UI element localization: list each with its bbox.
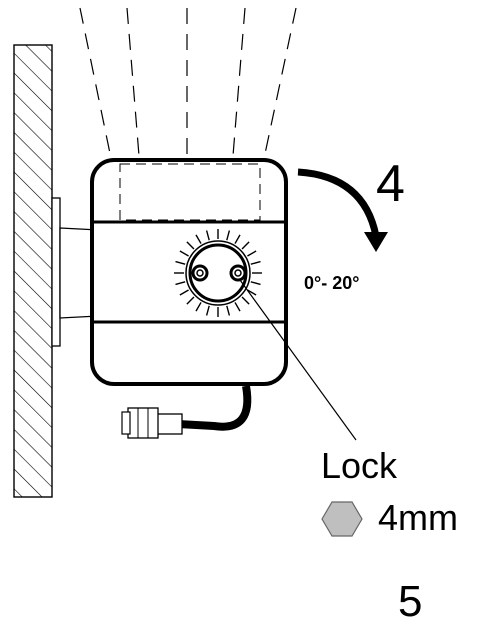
scale-tick	[247, 250, 257, 257]
step-number-5: 5	[398, 577, 423, 626]
scale-tick	[241, 296, 250, 305]
curved-arrow-clockwise-icon	[297, 168, 388, 252]
scale-tick	[186, 296, 195, 305]
tilt-angle-range: 0°- 20°	[304, 273, 360, 293]
power-cable	[121, 385, 252, 439]
lock-leader-line	[239, 279, 357, 441]
scale-tick	[179, 250, 189, 257]
scale-tick	[175, 281, 186, 286]
scale-tick	[186, 241, 195, 250]
lock-label: Lock	[321, 445, 398, 486]
scale-tick	[226, 305, 231, 316]
angle-scale-ticks	[174, 229, 262, 317]
scale-tick	[195, 234, 202, 244]
hexagon-icon	[321, 501, 363, 537]
scale-tick	[247, 289, 257, 296]
scale-tick	[241, 241, 250, 250]
scale-tick	[175, 260, 186, 265]
scale-tick	[205, 230, 210, 241]
lock-screws	[191, 264, 247, 282]
scale-tick	[234, 302, 241, 312]
scale-tick	[250, 260, 261, 265]
scale-tick	[250, 281, 261, 286]
wall	[13, 44, 53, 498]
hex-key-size: 4mm	[378, 497, 458, 538]
tilt-disc	[174, 229, 262, 317]
scale-tick	[179, 289, 189, 296]
scale-tick	[195, 302, 202, 312]
scale-tick	[234, 234, 241, 244]
step-number-4: 4	[376, 155, 405, 213]
scale-tick	[205, 305, 210, 316]
scale-tick	[226, 230, 231, 241]
